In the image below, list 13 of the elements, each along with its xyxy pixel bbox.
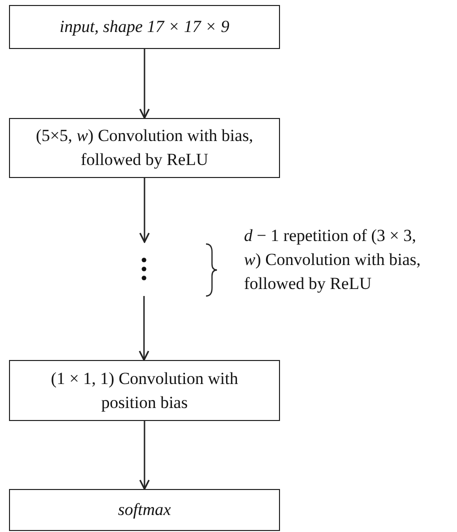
arrow <box>139 49 150 119</box>
node-label: (5×5, w) Convolution with bias, followed by ReLU <box>34 125 254 171</box>
node-label: softmax <box>117 499 172 521</box>
input-box <box>9 5 280 49</box>
output-box <box>9 489 280 531</box>
process-box <box>9 360 280 421</box>
node-label: input, shape 17 × 17 × 9 <box>58 16 230 38</box>
arrow <box>139 421 150 490</box>
annotation-text: d − 1 repetition of (3 × 3, w) Convolution with bias, followed by ReLU <box>244 225 422 295</box>
node-label: (1 × 1, 1) Convolution with position bias <box>50 368 240 414</box>
arrow <box>139 178 150 243</box>
arrow <box>138 296 150 361</box>
process-box <box>9 118 280 178</box>
